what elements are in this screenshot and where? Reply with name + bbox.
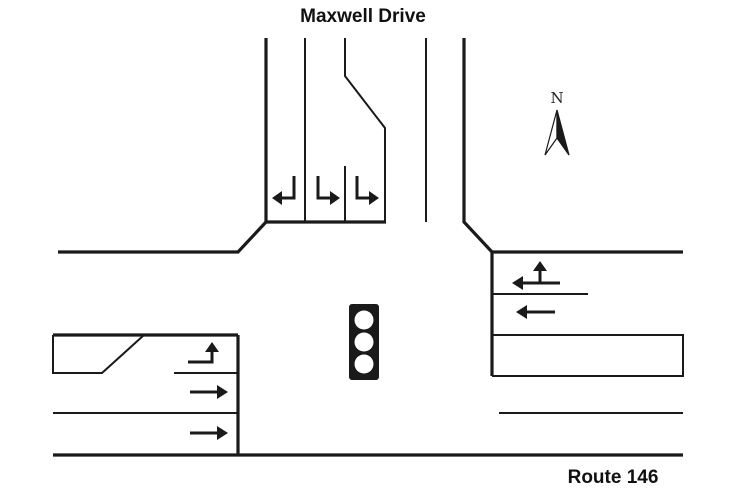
west-median-island — [52, 334, 145, 374]
north-lane-line-2 — [344, 38, 386, 222]
east-lane-arrow-straight — [516, 305, 555, 319]
traffic-light-icon — [349, 304, 379, 380]
north-lane-arrow-right-1 — [316, 176, 340, 205]
north-street-label: Maxwell Drive — [300, 6, 426, 27]
east-median-island — [492, 334, 684, 377]
compass-label: N — [550, 89, 563, 107]
signal-lens-top — [354, 310, 374, 330]
west-lane-arrow-left-turn — [188, 342, 219, 364]
north-road-east-edge — [462, 38, 494, 254]
east-lane-arrow-left-straight — [512, 261, 560, 290]
north-lane-arrow-left — [272, 176, 296, 205]
northwest-corner — [58, 220, 268, 254]
north-arrow-icon: N — [544, 89, 570, 156]
west-lane-arrow-straight-1 — [190, 385, 228, 399]
signal-lens-middle — [354, 332, 374, 352]
route-label: Route 146 — [568, 467, 659, 488]
signal-lens-bottom — [354, 354, 374, 374]
west-lane-arrow-straight-2 — [190, 426, 228, 440]
north-lane-arrow-right-2 — [355, 176, 379, 205]
